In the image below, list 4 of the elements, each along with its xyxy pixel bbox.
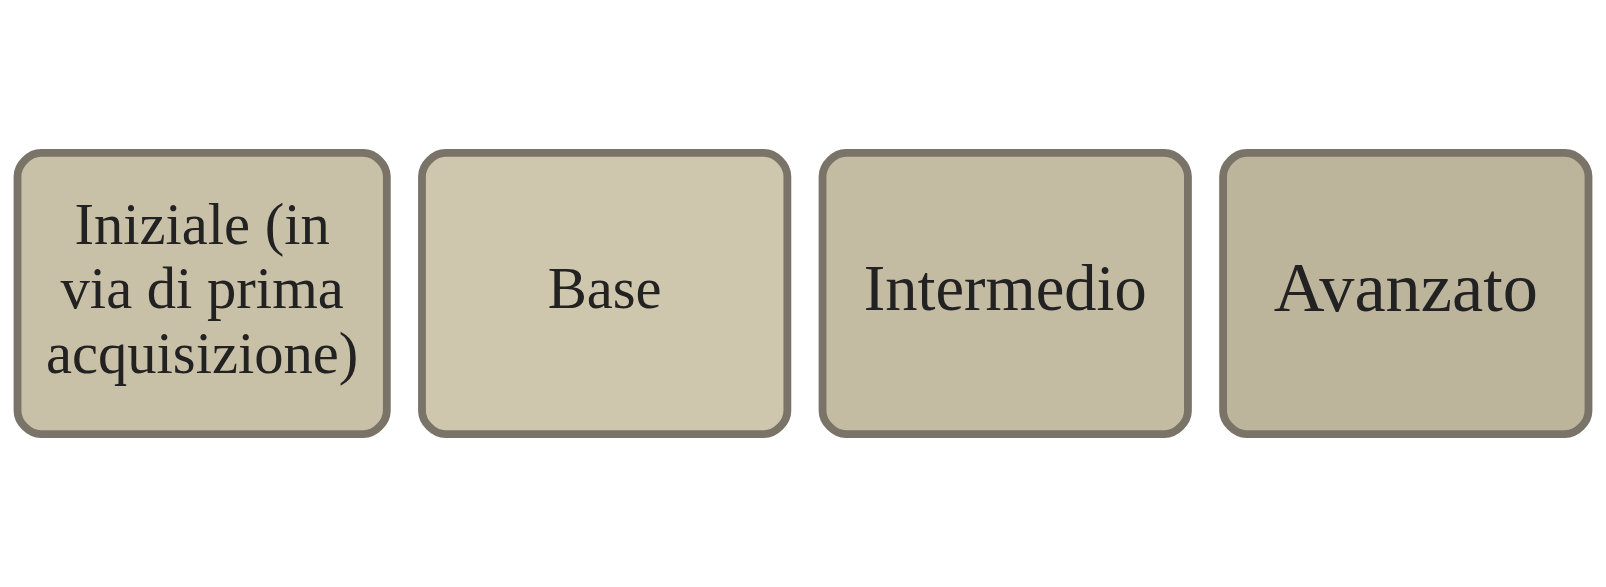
node-box: Iniziale (in via di prima acquisizione): [13, 148, 391, 439]
node-box: Base: [418, 148, 792, 439]
node-box: Intermedio: [818, 148, 1192, 439]
node-box: Avanzato: [1219, 148, 1593, 439]
